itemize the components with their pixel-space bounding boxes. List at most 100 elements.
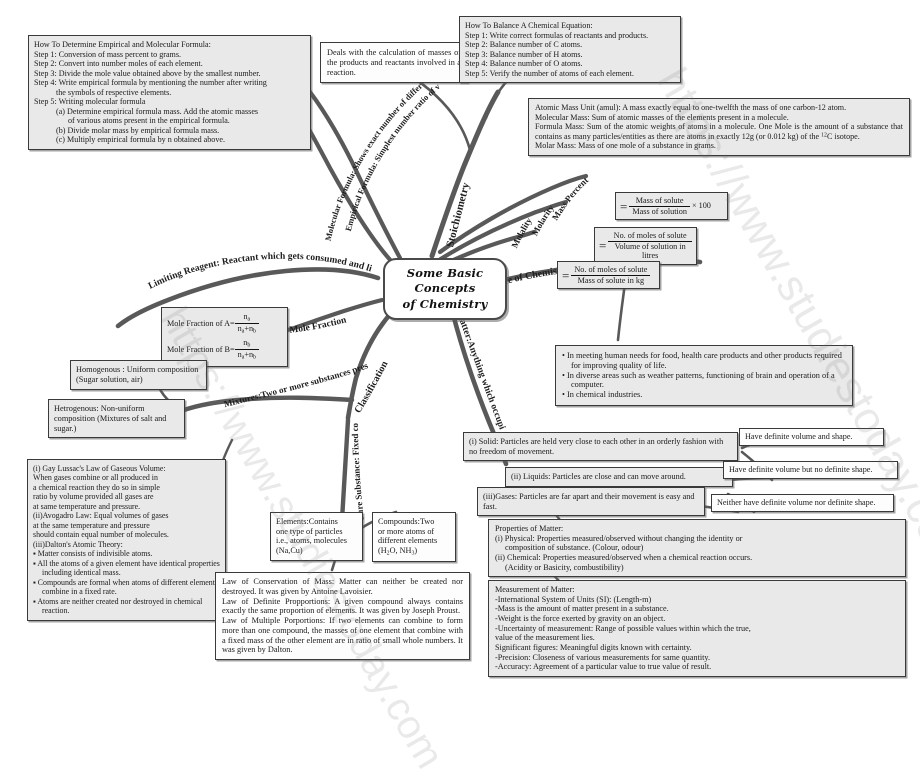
measurement-precision: -Precision: Closeness of various measure… [495,652,711,662]
central-topic-text: Some Basic Concepts of Chemistry [403,266,488,312]
gay-lussac-l5: at same temperature and pressure. [33,501,141,511]
box-properties-of-matter: Properties of Matter: (i) Physical: Prop… [488,519,906,578]
mass-percent-equals: = [620,198,628,214]
properties-chemical: (ii) Chemical: Properties measured/obser… [495,553,753,563]
mole-fraction-a-numerator: na [234,312,259,325]
empirical-step-4: Step 4: Write empirical formula by menti… [34,78,267,88]
central-line-3: of Chemistry [402,296,488,311]
solid-property-text: Have definite volume and shape. [745,432,853,441]
box-stoichiometry-definition: Deals with the calculation of masses of … [320,42,468,84]
box-balance-equation: How To Balance A Chemical Equation: Step… [459,16,681,84]
molarity-fraction: No. of moles of solute Volume of solutio… [608,231,692,261]
elements-l3: i.e., atoms, molecules [276,536,347,546]
gay-lussac-l4: ratio by volume provided all gases are [33,492,154,502]
measurement-uncertainty: -Uncertainty of measurement: Range of po… [495,623,751,633]
gas-property-text: Neither have definite volume nor definit… [717,498,876,507]
empirical-step-5b: (b) Divide molar mass by empirical formu… [56,125,220,135]
molar-mass-definition: Molar Mass: Mass of one mole of a substa… [535,141,716,151]
elements-l2: one type of particles [276,526,343,536]
mole-fraction-b-label: Mole Fraction of B= [167,344,235,354]
balance-step-5: Step 5: Verify the number of atoms of ea… [465,68,634,78]
box-solid-property: Have definite volume and shape. [739,428,884,446]
gay-lussac-l3: a chemical reaction they do so in simple [33,482,160,492]
box-state-liquid: (ii) Liquids: Particles are close and ca… [505,467,733,487]
box-state-gas: (iii)Gases: Particles are far apart and … [477,487,705,517]
mole-fraction-a-label: Mole Fraction of A= [167,319,235,329]
mole-fraction-b-value: nb na+nb [234,338,259,362]
central-line-2: Concepts [414,281,476,296]
box-compounds: Compounds:Two or more atoms of different… [372,512,456,563]
compounds-l3: different elements [378,536,438,546]
law-conservation-mass: Law of Conservation of Mass: Matter can … [222,577,463,596]
properties-chemical-cont: (Acidity or Basicity, combustibility) [505,562,624,572]
importance-item-2: • In diverse areas such as weather patte… [562,370,835,390]
avogadro-l3: should contain equal number of molecules… [33,530,169,540]
mass-percent-denominator: Mass of solution [632,206,687,216]
empirical-step-5a: (a) Determine empirical formula mass. Ad… [56,106,259,116]
box-gas-property: Neither have definite volume nor definit… [711,494,894,512]
molality-fraction: No. of moles of solute Mass of solute in… [571,265,651,285]
compounds-l4: (H2O, NH3) [378,546,418,557]
properties-physical-cont: composition of substance. (Colour, odour… [505,543,644,553]
dalton-bullet-4: ▪ Atoms are neither created nor destroye… [33,596,203,616]
central-topic-node[interactable]: Some Basic Concepts of Chemistry [383,258,507,320]
box-molarity-formula: = No. of moles of solute Volume of solut… [594,227,697,266]
solid-text: (i) Solid: Particles are held very close… [469,437,724,456]
properties-heading: Properties of Matter: [495,524,564,533]
empirical-step-5a-cont: of various atoms present in the empirica… [68,116,230,126]
balance-step-1: Step 1: Write correct formulas of reacta… [465,30,649,40]
balance-step-3: Step 3: Balance number of H atoms. [465,49,583,59]
law-multiple-proportions: Law of Multiple Porportions: If two elem… [222,616,463,655]
measurement-si-units: -International System of Units (SI): (Le… [495,594,652,604]
gay-lussac-l2: When gases combine or all produced in [33,473,158,483]
balance-heading: How To Balance A Chemical Equation: [465,21,593,30]
mass-percent-fraction: Mass of solute Mass of solution [629,196,690,216]
mole-fraction-a-value: na na+nb [234,312,259,336]
box-elements: Elements:Contains one type of particles … [270,512,363,561]
box-homogenous: Homogenous : Uniform composition (Sugar … [70,360,207,390]
box-gas-laws-dalton: (i) Gay Lussac's Law of Gaseous Volume: … [27,459,226,621]
measurement-accuracy: -Accuracy: Agreement of a particular val… [495,662,712,672]
mass-percent-suffix: × 100 [691,201,711,211]
measurement-weight: -Weight is the force exerted by gravity … [495,614,666,624]
gay-lussac-heading: (i) Gay Lussac's Law of Gaseous Volume: [33,464,166,473]
molality-equals: = [562,267,570,283]
empirical-step-4-cont: the symbols of respective elements. [56,87,172,97]
molarity-denominator: Volume of solution in litres [614,241,686,261]
mole-fraction-b-numerator: nb [234,338,259,351]
dalton-bullet-3: ▪ Compounds are formal when atoms of dif… [33,577,218,597]
empirical-step-5c: (c) Multiply empirical formula by n obta… [56,135,226,145]
homogenous-text: Homogenous : Uniform composition (Sugar … [76,365,199,384]
box-empirical-molecular-steps: How To Determine Empirical and Molecular… [28,35,311,151]
liquid-property-text: Have definite volume but no definite sha… [729,465,873,474]
measurement-mass: -Mass is the amount of matter present in… [495,604,669,614]
box-molality-formula: = No. of moles of solute Mass of solute … [557,261,660,290]
elements-l1: Elements:Contains [276,517,338,526]
empirical-step-1: Step 1: Conversion of mass percent to gr… [34,49,182,59]
molecular-mass-definition: Molecular Mass: Sum of atomic masses of … [535,112,789,122]
box-mole-fraction-formula: Mole Fraction of A= na na+nb Mole Fracti… [161,307,288,367]
empirical-heading: How To Determine Empirical and Molecular… [34,40,211,49]
dalton-bullet-1: ▪ Matter consists of indivisible atoms. [33,549,153,559]
molality-denominator: Mass of solute in kg [577,275,645,285]
molarity-equals: = [599,238,607,254]
balance-step-4: Step 4: Balance number of O atoms. [465,59,583,69]
compounds-l2: or more atoms of [378,526,435,536]
box-mass-percent-formula: = Mass of solute Mass of solution × 100 [615,192,728,221]
empirical-step-3: Step 3: Divide the mole value obtained a… [34,68,261,78]
box-measurement-of-matter: Measurement of Matter: -International Sy… [488,580,906,678]
importance-item-1: • In meeting human needs for food, healt… [562,351,842,370]
central-line-1: Some Basic [406,266,484,281]
molality-numerator: No. of moles of solute [571,265,651,276]
compounds-l1: Compounds:Two [378,517,435,526]
measurement-uncertainty-cont: value of the measurement lies. [495,633,595,643]
law-definite-proportions: Law of Definite Propportions: A given co… [222,596,463,616]
empirical-step-2: Step 2: Convert into number moles of eac… [34,59,203,69]
mole-fraction-b-denominator: na+nb [237,350,256,361]
liquid-text: (ii) Liquids: Particles are close and ca… [511,472,686,481]
box-importance-of-chemistry: • In meeting human needs for food, healt… [555,345,853,406]
formula-mass-definition: Formula Mass: Sum of the atomic weights … [535,122,903,141]
mass-percent-numerator: Mass of solute [629,196,690,207]
box-state-solid: (i) Solid: Particles are held very close… [463,432,738,462]
